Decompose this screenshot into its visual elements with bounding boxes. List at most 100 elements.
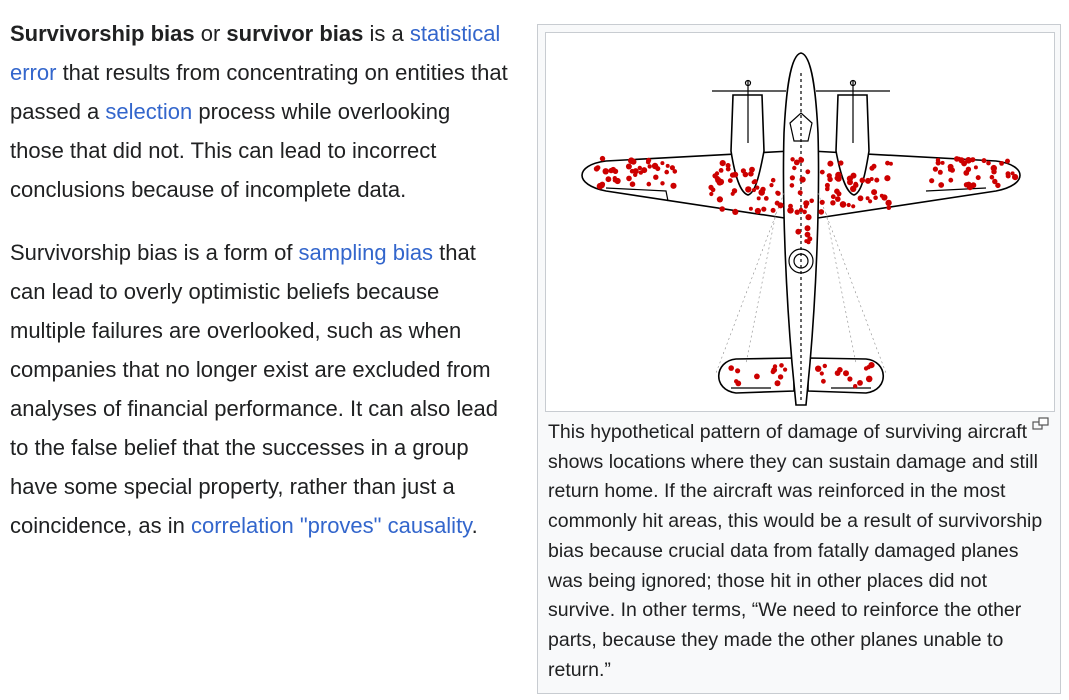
- hit-marker: [834, 370, 841, 376]
- hit-marker: [822, 363, 827, 369]
- hit-marker: [599, 155, 606, 162]
- hit-marker: [999, 161, 1004, 166]
- hit-marker: [629, 181, 636, 187]
- hit-marker: [725, 166, 731, 172]
- hit-marker: [948, 167, 952, 172]
- hit-marker: [669, 165, 675, 171]
- hit-marker: [775, 190, 780, 195]
- hit-marker: [645, 159, 651, 165]
- hit-marker: [986, 160, 991, 166]
- hit-marker: [965, 157, 972, 164]
- hit-marker: [865, 177, 871, 184]
- term-survivor-bias: survivor bias: [226, 21, 364, 46]
- term-survivorship-bias: Survivorship bias: [10, 21, 195, 46]
- hit-marker: [637, 165, 642, 171]
- hit-marker: [830, 194, 836, 200]
- hit-marker: [1005, 158, 1010, 164]
- hit-marker: [1010, 171, 1015, 176]
- hit-marker: [792, 165, 797, 171]
- hit-marker: [794, 209, 800, 215]
- hit-marker: [873, 195, 878, 200]
- hit-marker: [799, 176, 806, 183]
- hit-marker: [838, 160, 844, 166]
- aircraft-damage-image[interactable]: [545, 32, 1055, 412]
- hit-markers: [593, 155, 1019, 389]
- hit-marker: [789, 175, 795, 181]
- hit-marker: [973, 165, 978, 170]
- hit-marker: [770, 369, 776, 375]
- hit-marker: [805, 214, 812, 221]
- hit-marker: [798, 156, 803, 162]
- hit-marker: [809, 198, 814, 204]
- aircraft-diagram: [581, 52, 1021, 406]
- hit-marker: [748, 206, 753, 211]
- hit-marker: [646, 181, 652, 187]
- link-selection[interactable]: selection: [105, 99, 193, 124]
- hit-marker: [991, 169, 997, 175]
- hit-marker: [709, 191, 714, 197]
- hit-marker: [602, 168, 609, 175]
- hit-marker: [593, 166, 600, 172]
- hit-marker: [869, 177, 874, 181]
- hit-marker: [664, 169, 669, 175]
- hit-marker: [772, 364, 778, 369]
- guide-line: [715, 192, 785, 374]
- enlarge-icon[interactable]: [1032, 417, 1050, 431]
- hit-marker: [600, 183, 605, 189]
- hit-marker: [719, 160, 726, 167]
- hit-marker: [850, 172, 857, 179]
- hit-marker: [815, 365, 822, 372]
- hit-marker: [725, 163, 731, 168]
- hit-marker: [795, 228, 802, 235]
- hit-marker: [665, 163, 670, 168]
- hit-marker: [992, 178, 998, 185]
- hit-marker: [948, 177, 954, 183]
- hit-marker: [712, 173, 718, 179]
- hit-marker: [846, 202, 851, 208]
- hit-marker: [853, 182, 859, 188]
- hit-marker: [868, 199, 873, 204]
- guide-line: [745, 212, 777, 364]
- hit-marker: [774, 380, 781, 387]
- hit-marker: [804, 225, 811, 232]
- hit-marker: [804, 239, 809, 244]
- hit-marker: [819, 169, 825, 175]
- hit-marker: [839, 201, 847, 208]
- hit-marker: [770, 177, 776, 183]
- guide-line: [817, 192, 887, 374]
- hit-marker: [729, 172, 736, 178]
- hit-marker: [783, 367, 788, 372]
- hit-marker: [745, 186, 752, 193]
- hit-marker: [804, 231, 811, 238]
- hit-marker: [718, 168, 724, 173]
- hit-marker: [819, 371, 824, 376]
- hit-marker: [672, 169, 678, 174]
- link-sampling-bias[interactable]: sampling bias: [298, 240, 434, 265]
- guide-line: [825, 212, 857, 364]
- hit-marker: [629, 168, 635, 174]
- link-statistical-error[interactable]: statistical error: [10, 21, 501, 85]
- hit-marker: [797, 190, 803, 196]
- hit-marker: [727, 178, 733, 184]
- hit-marker: [755, 185, 760, 190]
- hit-marker: [938, 182, 945, 188]
- hit-marker: [625, 163, 632, 170]
- hit-marker: [884, 175, 891, 182]
- text-span: is a: [363, 21, 410, 46]
- hit-marker: [790, 157, 795, 162]
- hit-marker: [769, 183, 774, 188]
- cockpit: [789, 112, 813, 142]
- hit-marker: [888, 161, 893, 166]
- hit-marker: [819, 199, 825, 205]
- link-correlation-causality[interactable]: correlation "proves" causality: [191, 513, 472, 538]
- hit-marker: [777, 202, 784, 209]
- wing-panel-line: [605, 187, 669, 202]
- hit-marker: [719, 206, 725, 212]
- hit-marker: [818, 209, 825, 215]
- hit-marker: [957, 156, 962, 161]
- hit-marker: [865, 375, 873, 383]
- hit-marker: [885, 199, 892, 207]
- hit-marker: [716, 196, 723, 203]
- hit-marker: [807, 236, 813, 242]
- hit-marker: [929, 178, 935, 184]
